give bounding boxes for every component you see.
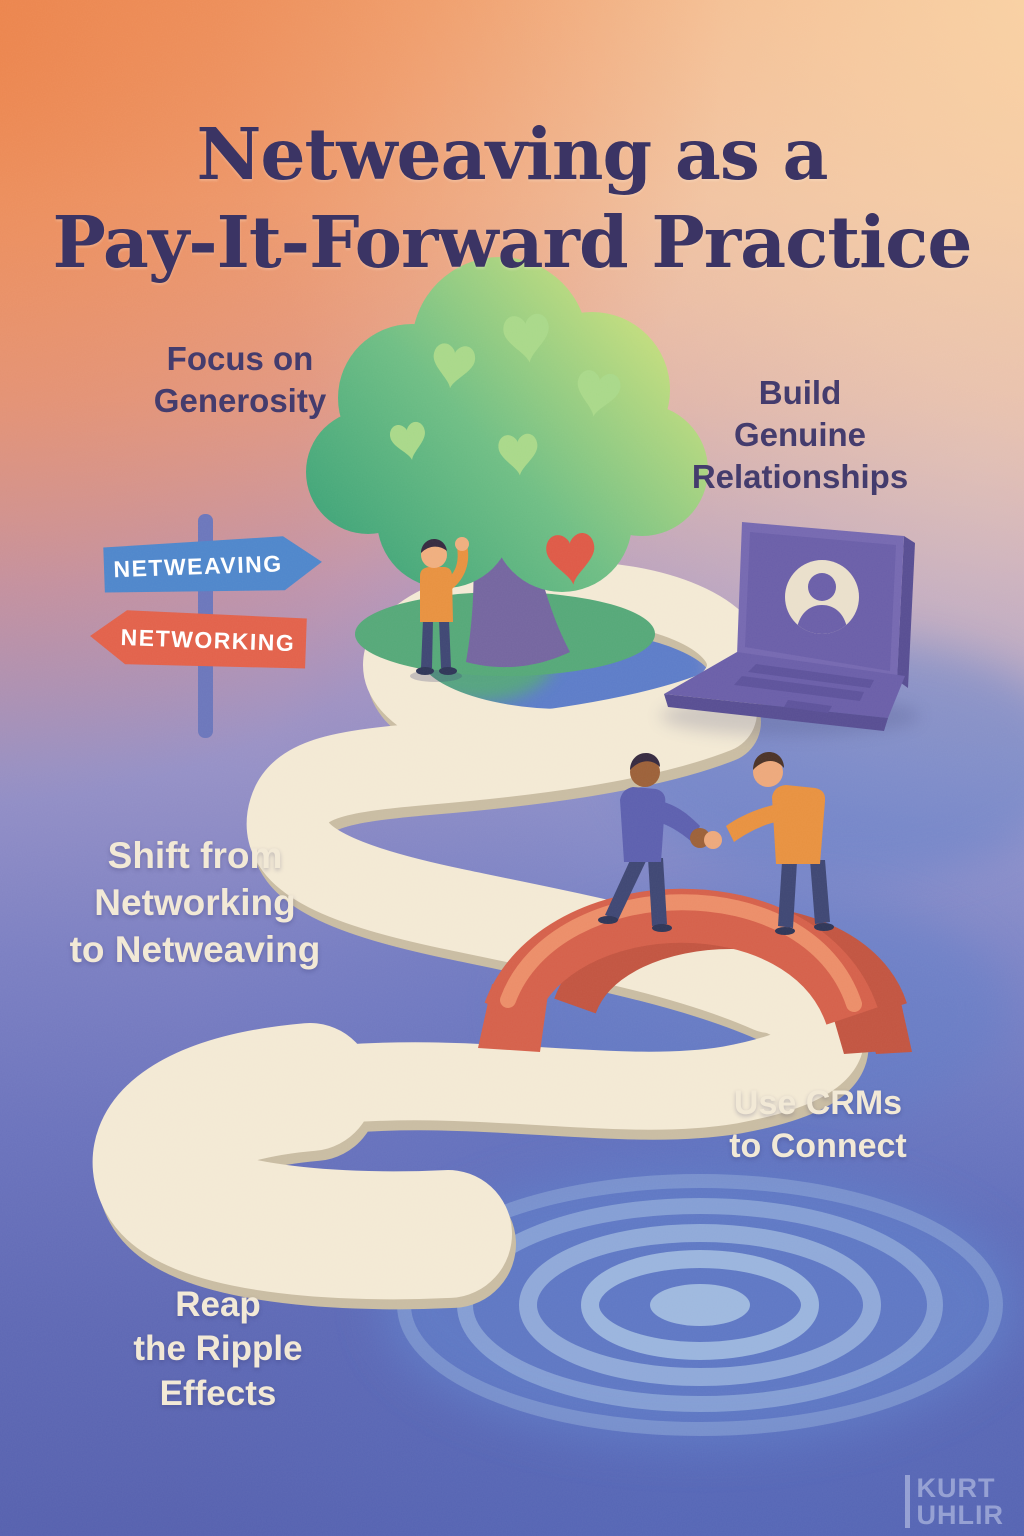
title-line: Netweaving as a bbox=[196, 111, 828, 196]
label-line: Genuine bbox=[733, 415, 867, 453]
label-use-crms-to-connect: Use CRMs to Connect bbox=[658, 1082, 978, 1168]
title-line: Pay-It-Forward Practice bbox=[52, 199, 972, 284]
label-shift-networking-netweaving: Shift from Networking to Netweaving bbox=[15, 833, 375, 974]
label-build-genuine-relationships: Build Genuine Relationships bbox=[640, 372, 960, 498]
label-line: Shift from bbox=[107, 835, 283, 876]
page-title: Netweaving as a Pay-It-Forward Practice bbox=[0, 110, 1024, 286]
label-line: the Ripple bbox=[133, 1329, 303, 1369]
watermark: KURT UHLIR bbox=[904, 1474, 1005, 1528]
label-line: Use CRMs bbox=[733, 1084, 903, 1122]
label-line: to Netweaving bbox=[69, 928, 321, 970]
label-line: to Connect bbox=[729, 1127, 907, 1166]
label-line: Reap bbox=[175, 1285, 261, 1324]
watermark-line: UHLIR bbox=[904, 1501, 1005, 1528]
label-focus-on-generosity: Focus on Generosity bbox=[70, 338, 410, 422]
watermark-line: KURT bbox=[904, 1474, 1005, 1502]
label-line: Focus on bbox=[166, 340, 314, 377]
label-line: Networking bbox=[94, 881, 296, 923]
label-line: Build bbox=[758, 374, 842, 411]
label-reap-ripple-effects: Reap the Ripple Effects bbox=[48, 1283, 388, 1416]
label-line: Effects bbox=[159, 1373, 277, 1413]
label-line: Relationships bbox=[691, 457, 909, 495]
label-line: Generosity bbox=[153, 381, 327, 419]
